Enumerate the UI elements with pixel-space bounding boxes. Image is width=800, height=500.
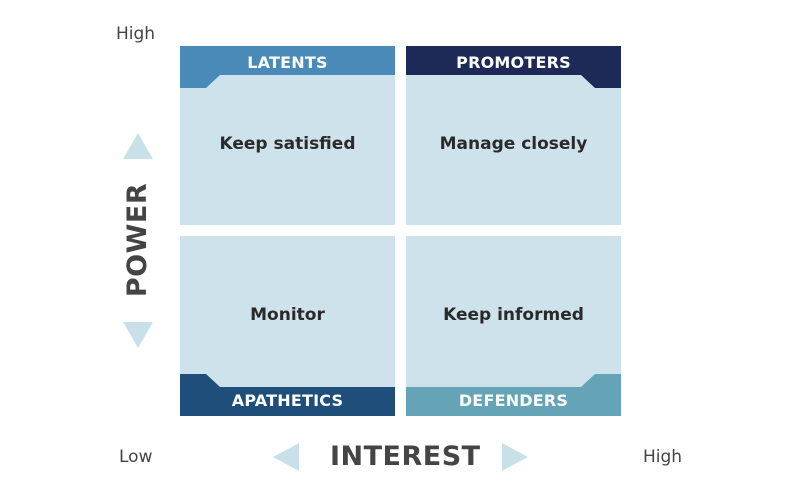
promoters-text: Manage closely [439, 134, 588, 154]
down-arrow-icon [123, 322, 153, 348]
y-axis-high-label: High [116, 24, 156, 44]
quadrant-defenders: Keep informed DEFENDERS [406, 236, 621, 416]
y-axis-title: POWER [122, 182, 153, 298]
defenders-label: DEFENDERS [458, 391, 569, 410]
promoters-banner: PROMOTERS [406, 46, 621, 88]
x-axis-high-label: High [643, 447, 683, 467]
apathetics-banner: APATHETICS [180, 374, 395, 416]
latents-banner: LATENTS [180, 46, 395, 88]
defenders-text: Keep informed [443, 305, 584, 325]
quadrant-latents: LATENTS Keep satisfied [180, 46, 395, 225]
x-axis-low-label: Low [119, 447, 153, 467]
latents-label: LATENTS [247, 53, 328, 72]
promoters-banner-shape [406, 46, 621, 88]
right-arrow-icon [502, 443, 528, 471]
latents-text: Keep satisfied [219, 134, 356, 154]
defenders-banner-shape [406, 374, 621, 416]
x-axis-title: INTEREST [330, 441, 481, 472]
apathetics-banner-shape [180, 374, 395, 416]
promoters-label: PROMOTERS [456, 53, 571, 72]
defenders-banner: DEFENDERS [406, 374, 621, 416]
quadrant-promoters: PROMOTERS Manage closely [406, 46, 621, 225]
apathetics-label: APATHETICS [231, 391, 344, 410]
left-arrow-icon [273, 443, 299, 471]
quadrant-apathetics: Monitor APATHETICS [180, 236, 395, 416]
up-arrow-icon [123, 133, 153, 159]
apathetics-text: Monitor [250, 305, 325, 325]
latents-banner-shape [180, 46, 395, 88]
